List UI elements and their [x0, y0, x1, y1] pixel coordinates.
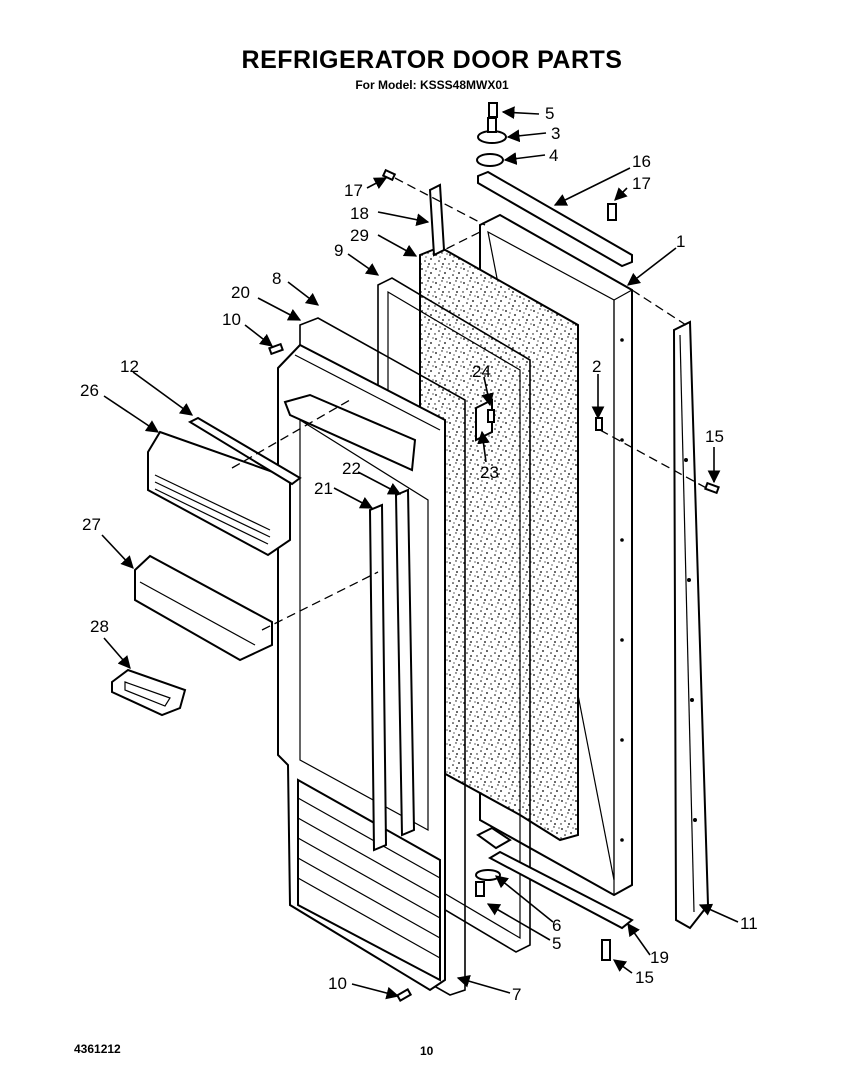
part-12-trim-strip: [187, 416, 302, 486]
callout-20: 20: [231, 283, 250, 302]
callout-29: 29: [350, 226, 369, 245]
callout-3: 3: [551, 124, 560, 143]
callout-10-bottom: 10: [328, 974, 347, 993]
callout-17-left: 17: [344, 181, 363, 200]
screws: [268, 168, 720, 1002]
page-number: 10: [420, 1044, 434, 1058]
callout-24: 24: [472, 362, 491, 381]
callout-28: 28: [90, 617, 109, 636]
part-28-tray: [111, 668, 187, 717]
callout-17-right: 17: [632, 174, 651, 193]
callout-5-top: 5: [545, 104, 554, 123]
callout-21: 21: [314, 479, 333, 498]
part-11-side-trim: [672, 320, 710, 930]
callout-5-bottom: 5: [552, 934, 561, 953]
callout-15-right: 15: [705, 427, 724, 446]
callout-4: 4: [549, 146, 558, 165]
part-26-dispenser-cover: [147, 430, 291, 557]
callout-8: 8: [272, 269, 281, 288]
callout-11: 11: [740, 914, 758, 933]
part-27-door-bin: [134, 554, 273, 662]
bottom-hinge-assembly: [475, 398, 634, 961]
callout-27: 27: [82, 515, 101, 534]
part-21-22-vertical-strips: [368, 488, 416, 852]
callout-labels: 5 3 4 16 17 17 18 29 9 1 8 20 10 2 24 23…: [80, 104, 758, 1004]
callout-12: 12: [120, 357, 139, 376]
callout-6: 6: [552, 916, 561, 935]
callout-22: 22: [342, 459, 361, 478]
callout-26: 26: [80, 381, 99, 400]
callout-2: 2: [592, 357, 601, 376]
callout-7: 7: [512, 985, 521, 1004]
callout-18: 18: [350, 204, 369, 223]
diagram-title: REFRIGERATOR DOOR PARTS: [241, 46, 623, 74]
callout-16: 16: [632, 152, 651, 171]
louvered-bottom-section: [297, 778, 441, 982]
callout-10-top: 10: [222, 310, 241, 329]
callout-1: 1: [676, 232, 685, 251]
callout-23: 23: [480, 463, 499, 482]
callout-9: 9: [334, 241, 343, 260]
top-hinge-assembly: [428, 102, 633, 268]
callout-19: 19: [650, 948, 669, 967]
leader-lines: [101, 106, 739, 1000]
callout-15-bottom: 15: [635, 968, 654, 987]
assembly-guide-lines: [231, 177, 711, 631]
model-subtitle: For Model: KSSS48MWX01: [355, 78, 509, 92]
document-code: 4361212: [74, 1042, 121, 1056]
